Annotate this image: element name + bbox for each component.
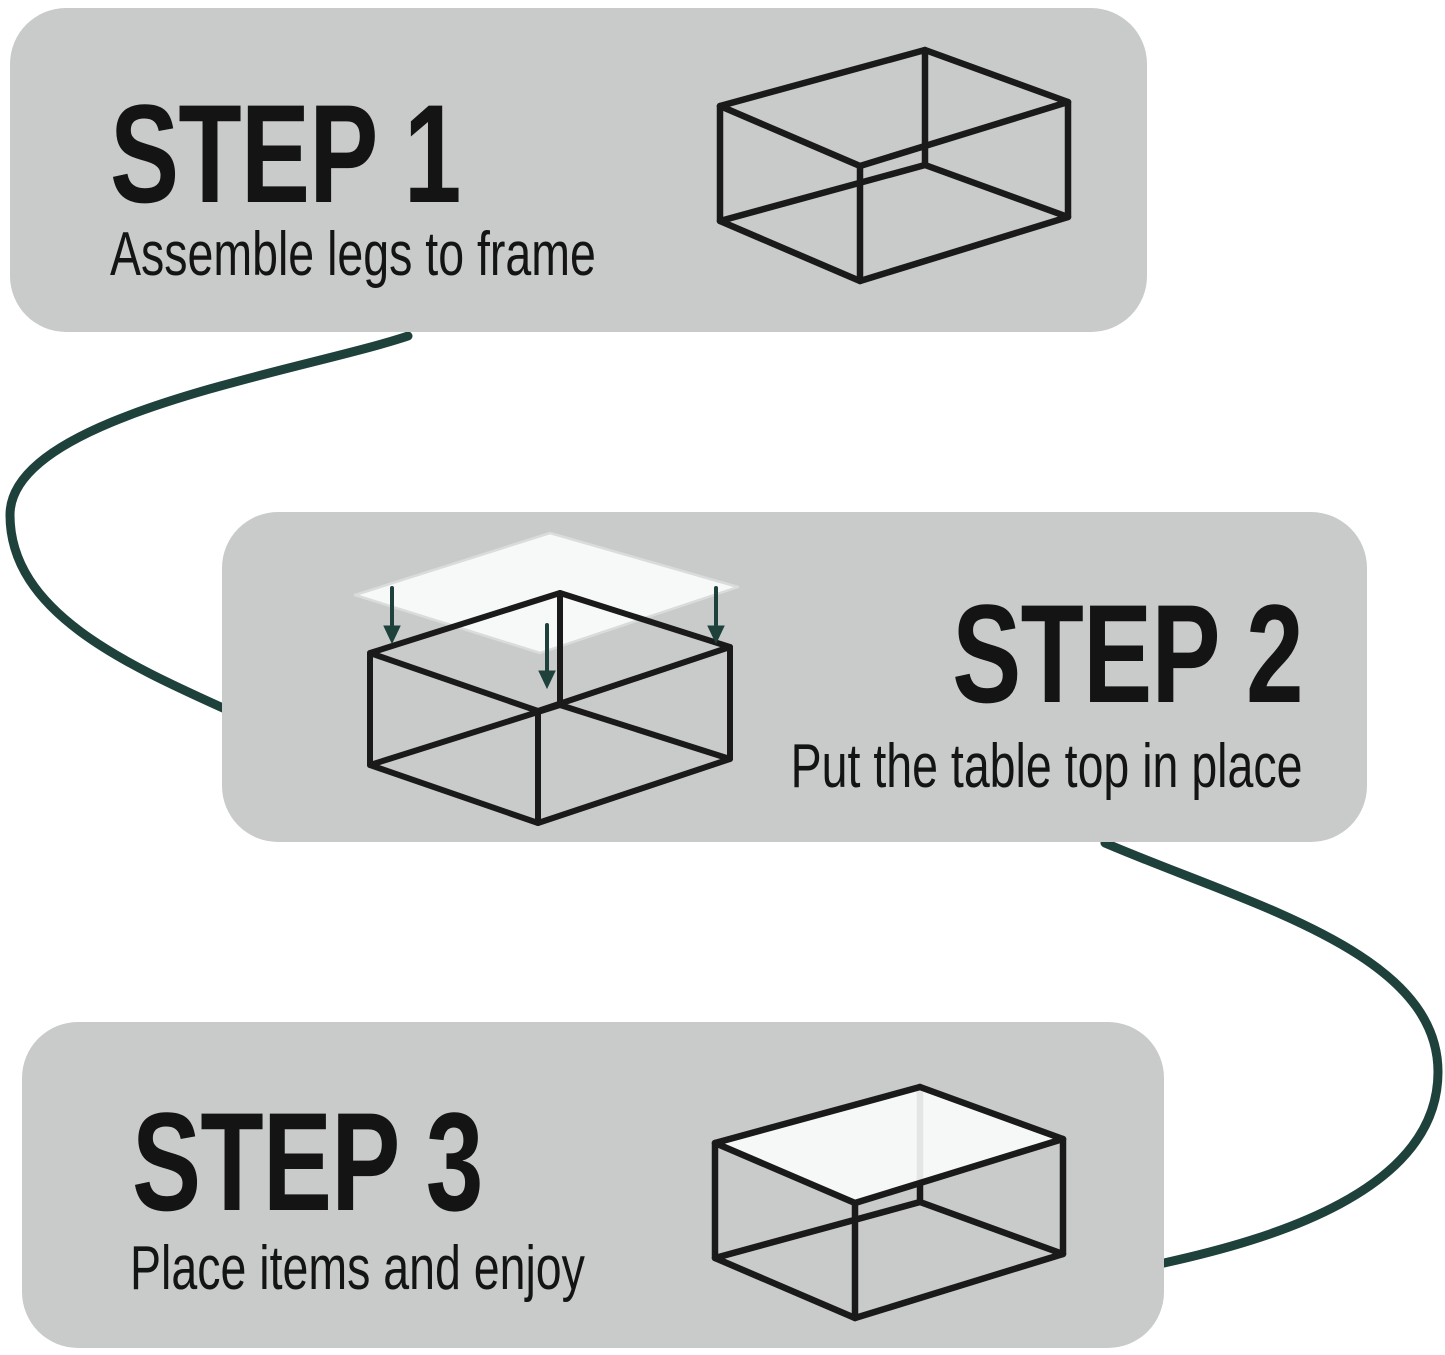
- bare-table-frame-icon: [716, 46, 1072, 285]
- step-2-description: Put the table top in place: [790, 732, 1302, 801]
- assembled-table-icon: [711, 1083, 1067, 1322]
- down-arrow-icon: [383, 586, 725, 690]
- step-2-title: STEP 2: [952, 575, 1303, 732]
- step-1-card: STEP 1 Assemble legs to frame: [10, 8, 1147, 332]
- step-3-card: STEP 3 Place items and enjoy: [22, 1022, 1164, 1348]
- curve-step2-to-step3-path: [1100, 838, 1443, 1268]
- glass-top-lowering-icon: [353, 531, 740, 826]
- step-1-description: Assemble legs to frame: [110, 220, 596, 289]
- step-3-description: Place items and enjoy: [130, 1234, 585, 1303]
- step-2-card: STEP 2 Put the table top in place: [222, 512, 1367, 842]
- step-1-title: STEP 1: [110, 75, 461, 232]
- curve-step1-to-step2-path: [5, 331, 413, 718]
- step-3-title: STEP 3: [132, 1083, 483, 1240]
